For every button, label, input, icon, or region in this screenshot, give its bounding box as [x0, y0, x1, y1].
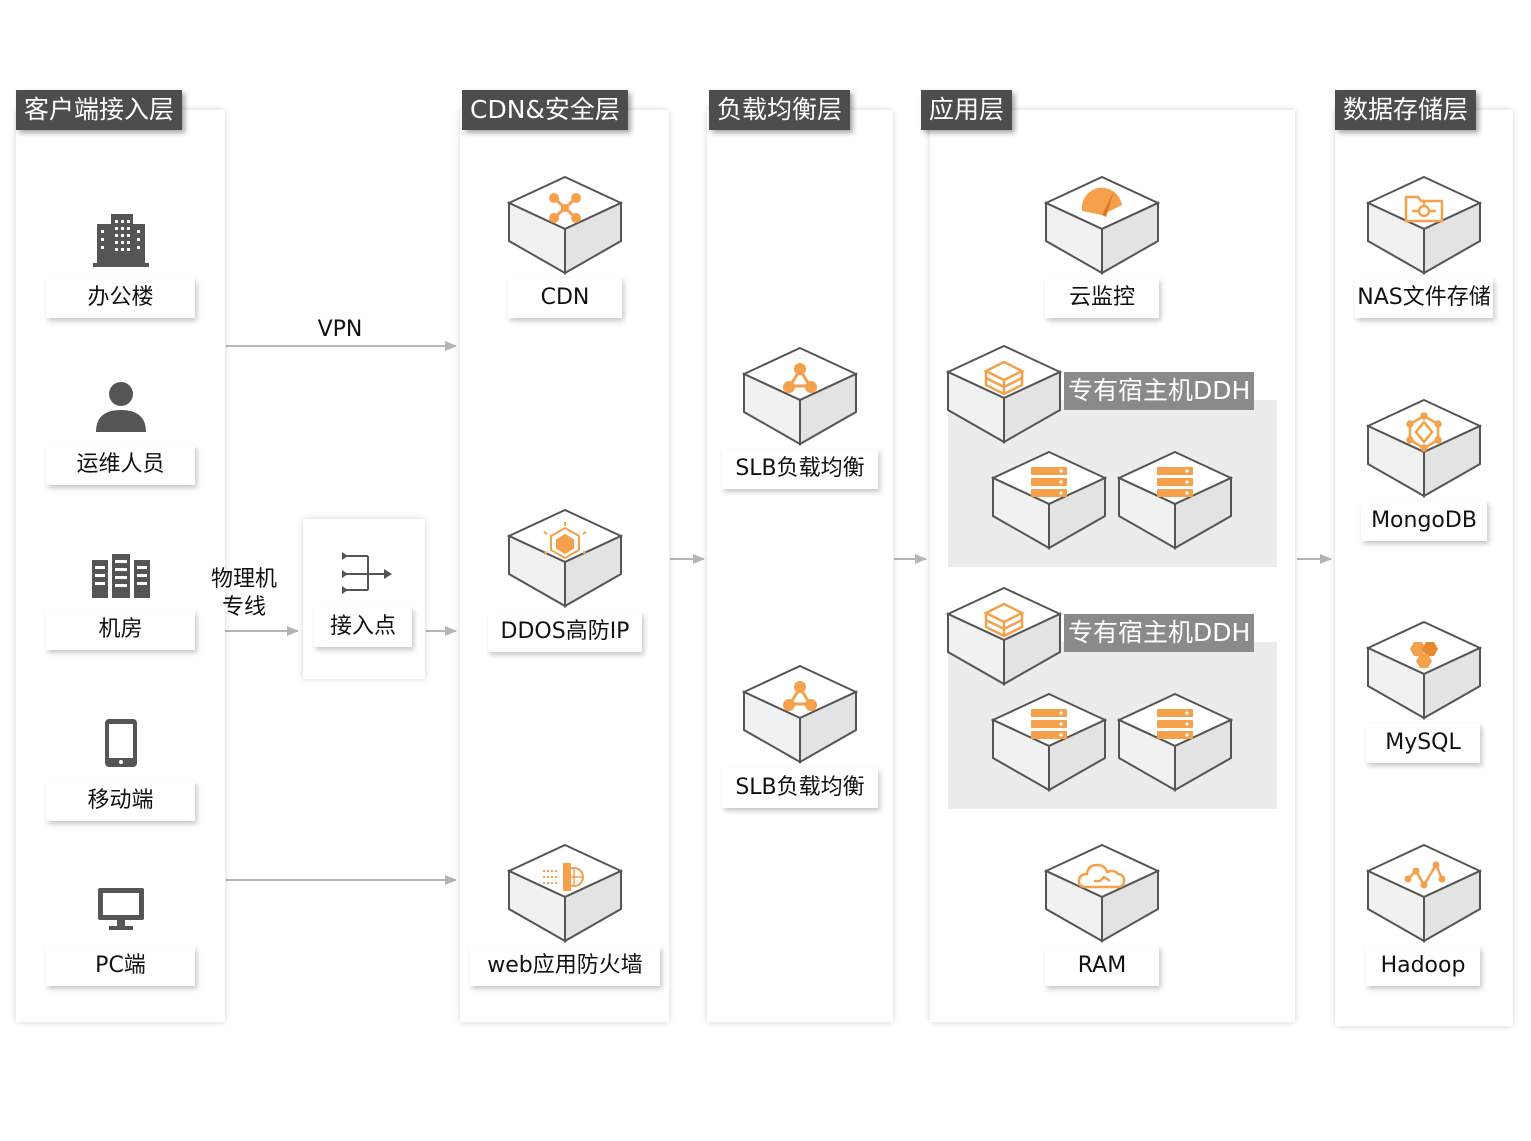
lb-layer-panel	[707, 110, 893, 1022]
ram-cube	[1044, 843, 1160, 943]
client-item-ops-staff: 运维人员	[46, 445, 195, 485]
lb-item-slb-1: SLB负载均衡	[722, 449, 878, 489]
cdn-layer-title: CDN&安全层	[462, 90, 628, 130]
dedicated-host-icon	[983, 602, 1025, 638]
app-layer-title: 应用层	[921, 90, 1013, 130]
leased-line-label: 物理机 专线	[210, 567, 277, 620]
web-firewall-icon	[543, 863, 584, 891]
app-item-ram: RAM	[1045, 946, 1159, 986]
ddos-shield-icon	[543, 522, 587, 560]
client-item-pc: PC端	[46, 946, 195, 986]
cloud-monitor-cube	[1044, 175, 1160, 275]
access-point-label: 接入点	[314, 607, 412, 647]
dedicated-host-icon	[983, 360, 1025, 396]
cdn-item-waf: web应用防火墙	[470, 946, 660, 986]
mobile-phone-icon	[104, 718, 138, 768]
ecs-cube-1b	[1117, 450, 1233, 550]
client-item-office-building: 办公楼	[46, 278, 195, 318]
pc-monitor-icon	[97, 887, 145, 931]
ddh-label-1: 专有宿主机DDH	[1064, 372, 1255, 410]
data-item-mongodb: MongoDB	[1361, 501, 1487, 541]
mysql-cube	[1366, 620, 1482, 720]
cdn-item-ddos: DDOS高防IP	[488, 612, 642, 652]
ecs-cube-1a	[991, 450, 1107, 550]
hadoop-icon	[1404, 861, 1446, 889]
gauge-icon	[1081, 187, 1122, 217]
slb-cube-1	[742, 346, 858, 446]
lb-layer-title: 负载均衡层	[709, 90, 851, 130]
mongodb-cube	[1366, 398, 1482, 498]
client-item-server-room: 机房	[46, 610, 195, 650]
access-point-icon	[338, 548, 394, 596]
mysql-icon	[1410, 642, 1438, 668]
cdn-network-icon	[549, 193, 581, 223]
office-building-icon	[93, 210, 149, 268]
ram-cloud-icon	[1077, 863, 1126, 889]
server-stack-icon	[1031, 467, 1067, 497]
nas-cube	[1366, 175, 1482, 275]
app-item-cloud-monitor: 云监控	[1045, 278, 1159, 318]
data-layer-title: 数据存储层	[1335, 90, 1477, 130]
cdn-item-cdn: CDN	[508, 278, 622, 318]
server-stack-icon	[1157, 467, 1193, 497]
lb-item-slb-2: SLB负载均衡	[722, 768, 878, 808]
person-icon	[94, 380, 148, 434]
mongodb-icon	[1406, 412, 1442, 452]
ddh-label-2: 专有宿主机DDH	[1064, 614, 1255, 652]
slb-icon	[783, 681, 817, 711]
ecs-cube-2a	[991, 692, 1107, 792]
slb-cube-2	[742, 664, 858, 764]
data-item-mysql: MySQL	[1366, 723, 1480, 763]
nas-folder-icon	[1404, 195, 1444, 223]
ddos-cube	[507, 508, 623, 608]
server-stack-icon	[1031, 709, 1067, 739]
data-item-hadoop: Hadoop	[1366, 946, 1480, 986]
slb-icon	[783, 363, 817, 393]
server-stack-icon	[1157, 709, 1193, 739]
ddh-host-cube-2	[946, 586, 1062, 686]
vpn-label: VPN	[317, 317, 363, 342]
access-point-panel	[303, 519, 425, 679]
cdn-cube	[507, 175, 623, 275]
client-item-mobile: 移动端	[46, 781, 195, 821]
waf-cube	[507, 843, 623, 943]
client-layer-title: 客户端接入层	[16, 90, 183, 130]
ddh-host-cube-1	[946, 344, 1062, 444]
server-room-icon	[92, 554, 150, 598]
ecs-cube-2b	[1117, 692, 1233, 792]
hadoop-cube	[1366, 843, 1482, 943]
data-item-nas: NAS文件存储	[1355, 278, 1493, 318]
